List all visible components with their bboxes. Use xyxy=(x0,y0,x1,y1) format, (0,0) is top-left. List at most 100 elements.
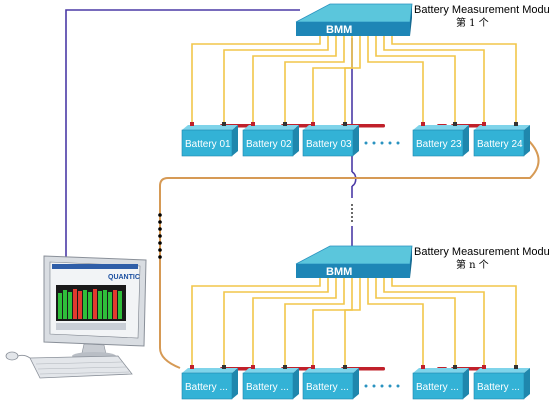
bmm-box-2: BMM xyxy=(295,245,413,278)
module-subtitle-1: 第 1 个 xyxy=(456,16,489,29)
battery-top xyxy=(413,125,469,130)
battery-body xyxy=(302,129,354,157)
continuation-dots-vertical xyxy=(158,213,162,259)
battery-side xyxy=(353,368,359,399)
sense-wire xyxy=(391,278,517,367)
battery-side xyxy=(463,368,469,399)
sense-wire xyxy=(223,278,329,367)
monitor-brand: QUANTIC xyxy=(108,274,140,281)
battery-label: Battery ... xyxy=(416,382,459,393)
battery-cell: Battery 02 xyxy=(242,122,299,157)
negative-terminal xyxy=(283,365,287,369)
module-title-1: Battery Measurement Module xyxy=(414,4,550,16)
battery-label: Battery ... xyxy=(185,382,228,393)
continuation-dots-row-2 xyxy=(364,384,400,388)
battery-body xyxy=(242,129,294,157)
battery-top xyxy=(243,368,299,373)
battery-label: Battery 02 xyxy=(246,139,292,150)
battery-cell: Battery ... xyxy=(473,365,530,400)
battery-top xyxy=(474,368,530,373)
sense-wire xyxy=(191,278,321,367)
battery-row-1: Battery 01 Battery 02 Battery 03 Battery 23… xyxy=(181,122,530,157)
battery-row-2: Battery ...Battery ...Battery ...Battery… xyxy=(181,365,530,400)
sense-wires-module-1 xyxy=(191,36,517,124)
continuation-dots-mid xyxy=(351,204,353,222)
sense-wire xyxy=(252,36,337,124)
positive-terminal xyxy=(421,122,425,126)
bmm-label-1: BMM xyxy=(326,24,352,36)
positive-terminal xyxy=(482,122,486,126)
monitor-bar-graph xyxy=(56,285,126,330)
battery-side xyxy=(524,368,530,399)
battery-cell: Battery ... xyxy=(181,365,238,400)
sense-wire xyxy=(375,278,456,367)
battery-side xyxy=(232,125,238,156)
sense-wire xyxy=(191,36,321,124)
battery-label: Battery 01 xyxy=(185,139,231,150)
sense-wire xyxy=(344,36,361,124)
sense-wire xyxy=(223,36,329,124)
negative-terminal xyxy=(514,122,518,126)
battery-top xyxy=(413,368,469,373)
continuation-dots-row-1 xyxy=(364,141,400,145)
data-link-wire xyxy=(65,9,300,258)
positive-terminal xyxy=(482,365,486,369)
sense-wire xyxy=(252,278,337,367)
battery-label: Battery ... xyxy=(477,382,520,393)
sense-wire xyxy=(383,278,485,367)
battery-top xyxy=(182,125,238,130)
mouse xyxy=(5,351,19,361)
battery-label: Battery 03 xyxy=(306,139,352,150)
battery-body xyxy=(302,372,354,400)
sense-wire xyxy=(284,36,345,124)
battery-cell: Battery 24 xyxy=(473,122,530,157)
positive-terminal xyxy=(251,122,255,126)
battery-side xyxy=(353,125,359,156)
battery-side xyxy=(293,368,299,399)
battery-label: Battery 23 xyxy=(416,139,462,150)
bmm-box-1: BMM xyxy=(295,3,413,36)
battery-body xyxy=(181,129,233,157)
battery-side xyxy=(293,125,299,156)
battery-side xyxy=(524,125,530,156)
series-cable xyxy=(159,139,540,369)
battery-body xyxy=(412,372,464,400)
battery-top xyxy=(303,368,359,373)
sense-wires-module-2 xyxy=(191,278,517,367)
battery-label: Battery 24 xyxy=(477,139,523,150)
module-title-2: Battery Measurement Module xyxy=(414,246,550,258)
sense-wire xyxy=(367,36,424,124)
sense-wire xyxy=(312,278,353,367)
battery-cell: Battery ... xyxy=(302,365,359,400)
battery-body xyxy=(181,372,233,400)
battery-cell: Battery ... xyxy=(242,365,299,400)
battery-top xyxy=(474,125,530,130)
battery-side xyxy=(463,125,469,156)
positive-terminal xyxy=(190,122,194,126)
module-subtitle-2: 第 n 个 xyxy=(456,258,489,271)
negative-terminal xyxy=(343,122,347,126)
negative-terminal xyxy=(453,365,457,369)
negative-terminal xyxy=(514,365,518,369)
sense-wire xyxy=(284,278,345,367)
sense-wire xyxy=(383,36,485,124)
battery-body xyxy=(473,129,525,157)
sense-wire xyxy=(367,278,424,367)
positive-terminal xyxy=(421,365,425,369)
positive-terminal xyxy=(251,365,255,369)
battery-side xyxy=(232,368,238,399)
sense-wire xyxy=(391,36,517,124)
battery-top xyxy=(243,125,299,130)
positive-terminal xyxy=(190,365,194,369)
sense-wire xyxy=(344,278,361,367)
bmm-label-2: BMM xyxy=(326,266,352,278)
positive-terminal xyxy=(311,122,315,126)
negative-terminal xyxy=(222,122,226,126)
negative-terminal xyxy=(283,122,287,126)
battery-top xyxy=(182,368,238,373)
negative-terminal xyxy=(453,122,457,126)
battery-cell: Battery 23 xyxy=(412,122,469,157)
battery-top xyxy=(303,125,359,130)
battery-cell: Battery 01 xyxy=(181,122,238,157)
